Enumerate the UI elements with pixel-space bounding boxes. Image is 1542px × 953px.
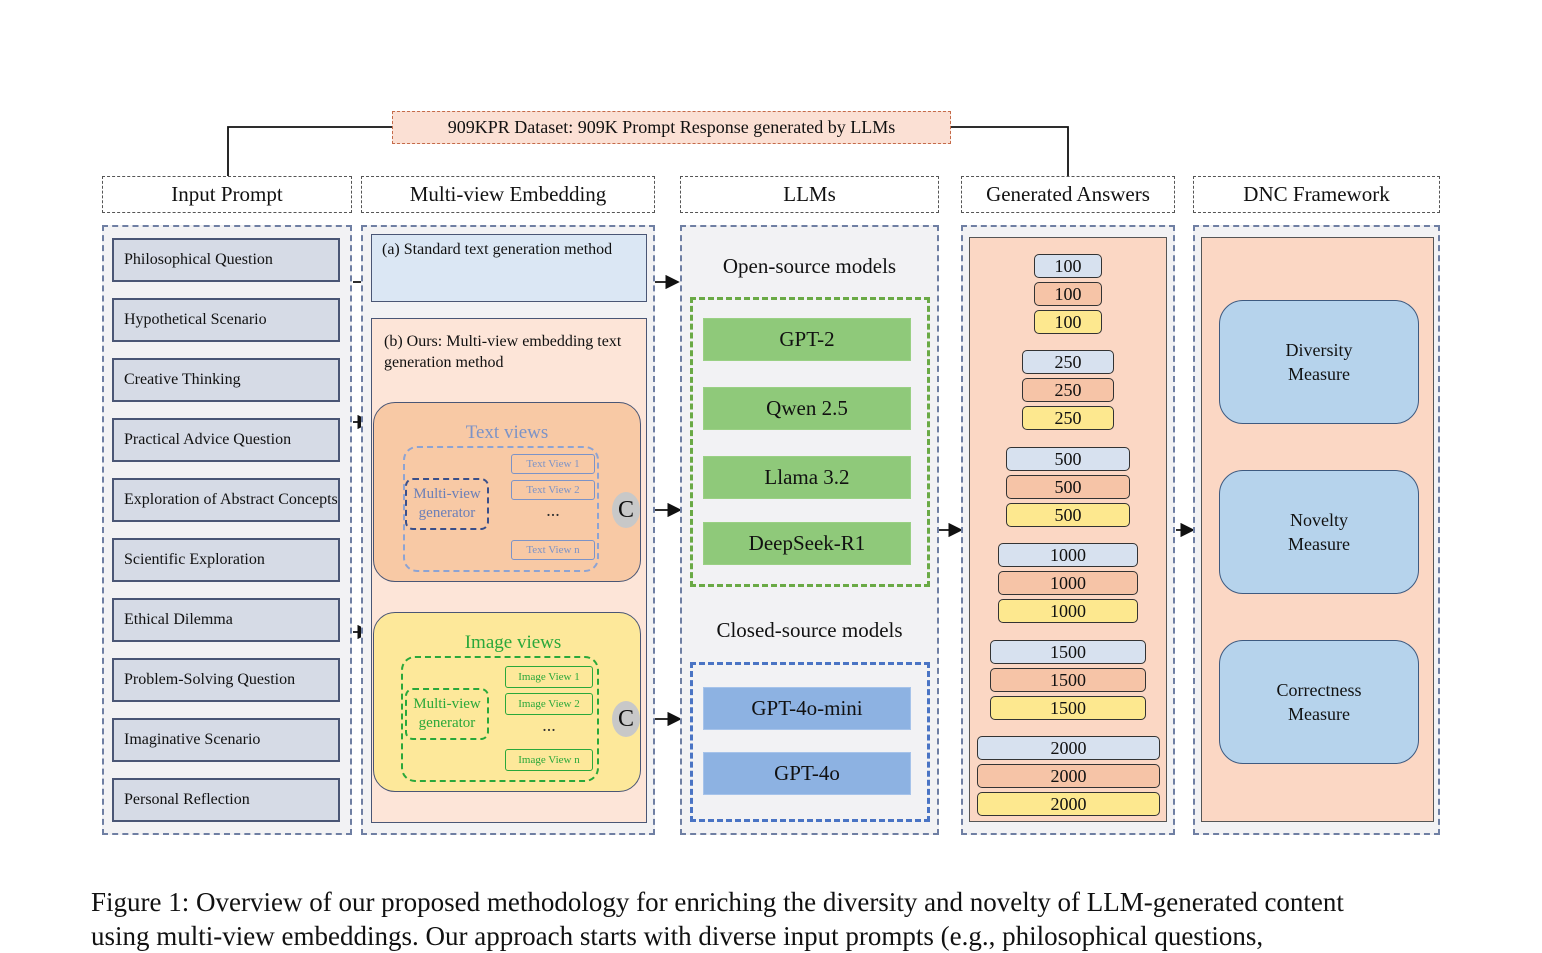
- image-concat-node: C: [612, 701, 640, 737]
- answer-length-box: 250: [1022, 406, 1114, 430]
- answer-length-box: 2000: [977, 736, 1160, 760]
- answers-panel: [969, 237, 1167, 822]
- header-dnc-framework: DNC Framework: [1193, 176, 1440, 213]
- text-views-panel: [373, 402, 641, 582]
- image-views-title: Image views: [464, 632, 562, 653]
- image-view-ellipsis: ...: [542, 715, 556, 735]
- prompt-item: Practical Advice Question: [112, 418, 340, 462]
- prompt-item: Scientific Exploration: [112, 538, 340, 582]
- answer-length-box: 500: [1006, 475, 1130, 499]
- header-input-prompt: Input Prompt: [102, 176, 352, 213]
- header-llms: LLMs: [680, 176, 939, 213]
- text-multi-view-generator: Multi-view generator: [405, 478, 489, 530]
- correctness-measure-label: Correctness Measure: [1276, 680, 1362, 724]
- caption-line-1: Figure 1: Overview of our proposed metho…: [91, 887, 1344, 917]
- header-generated-answers: Generated Answers: [961, 176, 1175, 213]
- image-views-panel: [373, 612, 641, 792]
- answer-length-box: 250: [1022, 378, 1114, 402]
- answer-length-box: 1500: [990, 640, 1146, 664]
- text-concat-node: C: [612, 492, 640, 528]
- answer-length-box: 250: [1022, 350, 1114, 374]
- novelty-measure-label: Novelty Measure: [1288, 510, 1350, 554]
- ours-method-label: (b) Ours: Multi-view embedding text gene…: [384, 333, 622, 371]
- answer-length-box: 1000: [998, 599, 1138, 623]
- standard-method-box: (a) Standard text generation method: [371, 234, 647, 302]
- answer-length-box: 1000: [998, 543, 1138, 567]
- correctness-measure: Correctness Measure: [1219, 640, 1419, 764]
- prompt-item: Philosophical Question: [112, 238, 340, 282]
- prompt-item: Creative Thinking: [112, 358, 340, 402]
- model-llama: Llama 3.2: [703, 456, 911, 499]
- answer-length-box: 1500: [990, 696, 1146, 720]
- text-views-group: [403, 446, 599, 572]
- answer-length-box: 2000: [977, 764, 1160, 788]
- diversity-measure-label: Diversity Measure: [1285, 340, 1353, 384]
- answer-length-box: 1000: [998, 571, 1138, 595]
- answer-length-box: 100: [1034, 282, 1102, 306]
- image-view-item: Image View n: [505, 749, 593, 771]
- open-source-title: Open-source models: [722, 254, 897, 278]
- model-gpt-4o-mini: GPT-4o-mini: [703, 687, 911, 730]
- image-views-group: [401, 656, 599, 782]
- answer-length-box: 2000: [977, 792, 1160, 816]
- header-multi-view-embedding: Multi-view Embedding: [361, 176, 655, 213]
- image-view-item: Image View 1: [505, 666, 593, 688]
- model-gpt-2: GPT-2: [703, 318, 911, 361]
- prompt-item: Personal Reflection: [112, 778, 340, 822]
- prompt-item: Exploration of Abstract Concepts: [112, 478, 340, 522]
- prompt-item: Ethical Dilemma: [112, 598, 340, 642]
- dataset-label: 909KPR Dataset: 909K Prompt Response gen…: [392, 111, 951, 144]
- prompt-item: Problem-Solving Question: [112, 658, 340, 702]
- open-source-group: [690, 297, 930, 587]
- text-views-title: Text views: [465, 422, 549, 443]
- closed-source-title: Closed-source models: [716, 618, 903, 642]
- answer-length-box: 500: [1006, 447, 1130, 471]
- prompt-item: Imaginative Scenario: [112, 718, 340, 762]
- answer-length-box: 100: [1034, 254, 1102, 278]
- model-qwen: Qwen 2.5: [703, 387, 911, 430]
- novelty-measure: Novelty Measure: [1219, 470, 1419, 594]
- model-deepseek: DeepSeek-R1: [703, 522, 911, 565]
- text-view-item: Text View n: [511, 540, 595, 560]
- prompt-item: Hypothetical Scenario: [112, 298, 340, 342]
- answer-length-box: 100: [1034, 310, 1102, 334]
- answer-length-box: 500: [1006, 503, 1130, 527]
- text-view-item: Text View 1: [511, 454, 595, 474]
- image-multi-view-generator: Multi-view generator: [405, 688, 489, 740]
- model-gpt-4o: GPT-4o: [703, 752, 911, 795]
- caption-line-2: using multi-view embeddings. Our approac…: [91, 921, 1264, 951]
- answer-length-box: 1500: [990, 668, 1146, 692]
- diversity-measure: Diversity Measure: [1219, 300, 1419, 424]
- text-view-ellipsis: ...: [546, 500, 560, 520]
- image-view-item: Image View 2: [505, 693, 593, 715]
- text-view-item: Text View 2: [511, 480, 595, 500]
- closed-source-group: [690, 662, 930, 822]
